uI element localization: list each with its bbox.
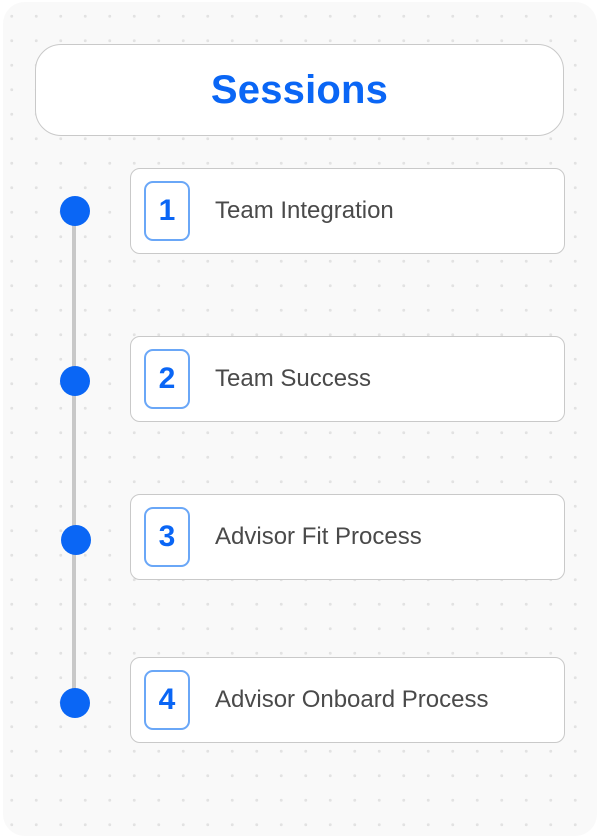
session-label: Advisor Onboard Process	[215, 686, 489, 713]
session-card-2[interactable]: 2 Team Success	[130, 336, 565, 422]
session-number-badge: 1	[144, 181, 190, 241]
session-card-3[interactable]: 3 Advisor Fit Process	[130, 494, 565, 580]
session-number-badge: 2	[144, 349, 190, 409]
header-box: Sessions	[35, 44, 564, 136]
timeline-dot-1	[60, 196, 90, 226]
timeline-dot-2	[60, 366, 90, 396]
session-number-badge: 4	[144, 670, 190, 730]
page-title: Sessions	[210, 67, 389, 112]
session-label: Advisor Fit Process	[215, 523, 422, 550]
session-label: Team Success	[215, 365, 372, 392]
session-number-badge: 3	[144, 507, 190, 567]
session-card-1[interactable]: 1 Team Integration	[130, 168, 565, 254]
timeline-dot-4	[60, 688, 90, 718]
timeline-line	[72, 210, 76, 702]
session-card-4[interactable]: 4 Advisor Onboard Process	[130, 657, 565, 743]
session-label: Team Integration	[215, 197, 394, 224]
timeline-dot-3	[61, 525, 91, 555]
